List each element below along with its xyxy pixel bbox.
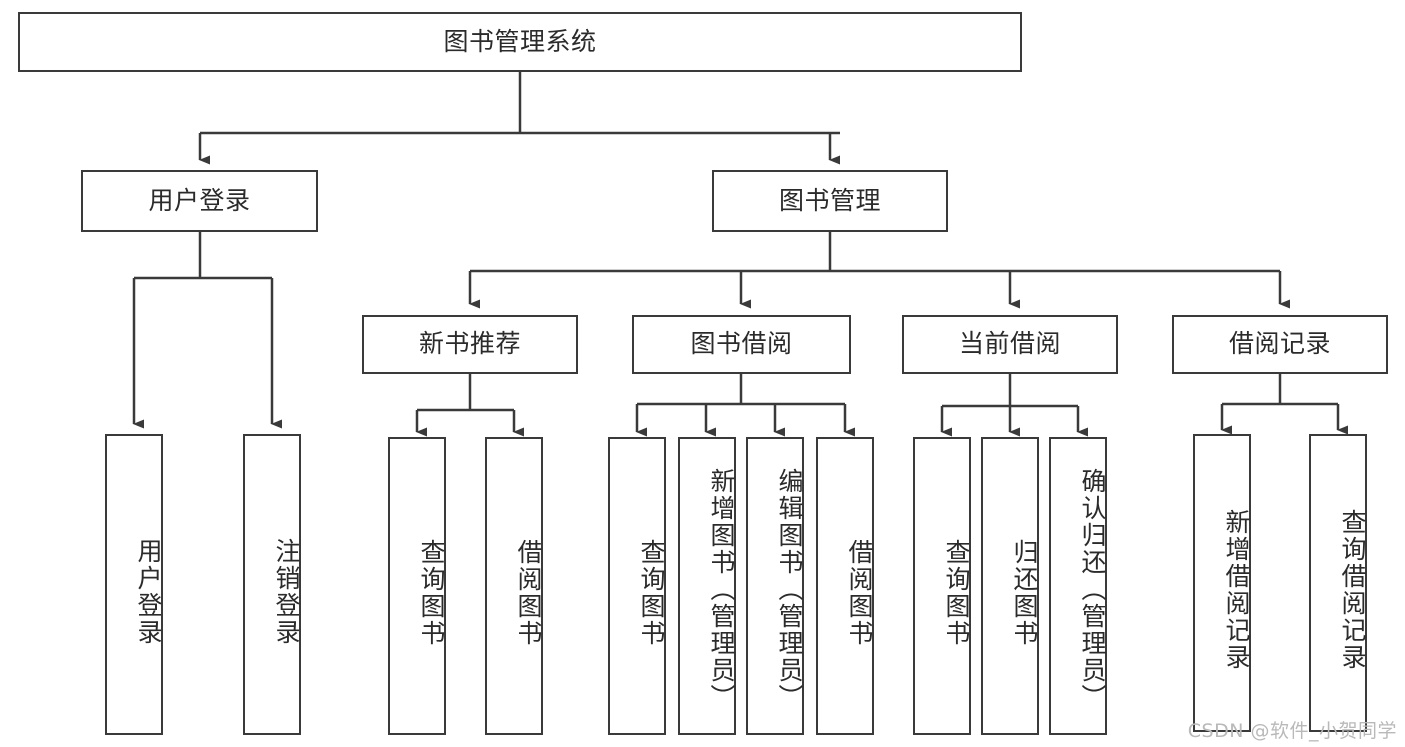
leaf-cb-confirm-return-label: 确认归还（管理员） xyxy=(1078,467,1107,711)
leaf-bb-add-book[interactable]: 新增图书（管理员） xyxy=(678,437,736,735)
leaf-bb-edit-book-label: 编辑图书（管理员） xyxy=(775,467,804,711)
node-borrow-record[interactable]: 借阅记录 xyxy=(1172,315,1388,374)
leaf-bb-edit-book[interactable]: 编辑图书（管理员） xyxy=(746,437,804,735)
node-user-login[interactable]: 用户登录 xyxy=(81,170,318,232)
watermark-text: CSDN @软件_小贺同学 xyxy=(1187,720,1397,742)
leaf-logout[interactable]: 注销登录 xyxy=(243,434,301,735)
leaf-bb-add-book-label: 新增图书（管理员） xyxy=(707,467,736,711)
leaf-cb-return-book-label: 归还图书 xyxy=(1010,539,1039,647)
node-root-label: 图书管理系统 xyxy=(443,26,597,56)
leaf-br-query-record-label: 查询借阅记录 xyxy=(1338,509,1367,671)
node-book-manage-label: 图书管理 xyxy=(778,185,881,215)
node-current-borrow-label: 当前借阅 xyxy=(958,329,1061,359)
leaf-br-add-record[interactable]: 新增借阅记录 xyxy=(1193,434,1251,732)
leaf-cb-query-book[interactable]: 查询图书 xyxy=(913,437,971,735)
leaf-cb-confirm-return[interactable]: 确认归还（管理员） xyxy=(1049,437,1107,735)
leaf-cb-return-book[interactable]: 归还图书 xyxy=(981,437,1039,735)
leaf-nb-borrow-book-label: 借阅图书 xyxy=(514,539,543,647)
node-book-borrow[interactable]: 图书借阅 xyxy=(632,315,851,374)
node-new-book-recommend-label: 新书推荐 xyxy=(418,329,521,359)
leaf-bb-borrow-book[interactable]: 借阅图书 xyxy=(816,437,874,735)
node-root[interactable]: 图书管理系统 xyxy=(18,12,1022,72)
leaf-bb-query-book[interactable]: 查询图书 xyxy=(608,437,666,735)
leaf-br-add-record-label: 新增借阅记录 xyxy=(1222,509,1251,671)
leaf-user-login-label: 用户登录 xyxy=(134,537,163,646)
node-book-borrow-label: 图书借阅 xyxy=(690,329,793,359)
node-book-manage[interactable]: 图书管理 xyxy=(712,170,948,232)
node-borrow-record-label: 借阅记录 xyxy=(1228,329,1331,359)
node-user-login-label: 用户登录 xyxy=(148,185,251,215)
leaf-nb-query-book-label: 查询图书 xyxy=(417,539,446,647)
leaf-logout-label: 注销登录 xyxy=(272,537,301,646)
leaf-bb-query-book-label: 查询图书 xyxy=(637,539,666,647)
node-new-book-recommend[interactable]: 新书推荐 xyxy=(362,315,578,374)
leaf-nb-query-book[interactable]: 查询图书 xyxy=(388,437,446,735)
node-current-borrow[interactable]: 当前借阅 xyxy=(902,315,1118,374)
leaf-user-login[interactable]: 用户登录 xyxy=(105,434,163,735)
leaf-br-query-record[interactable]: 查询借阅记录 xyxy=(1309,434,1367,732)
leaf-nb-borrow-book[interactable]: 借阅图书 xyxy=(485,437,543,735)
leaf-bb-borrow-book-label: 借阅图书 xyxy=(845,539,874,647)
leaf-cb-query-book-label: 查询图书 xyxy=(942,539,971,647)
